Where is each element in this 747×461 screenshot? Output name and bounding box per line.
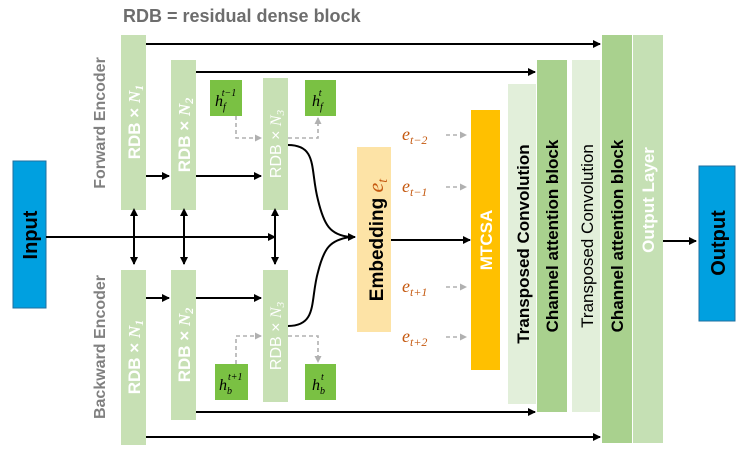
backward-rdb-n2-label: RDB × N2 [175, 308, 196, 383]
input-block [12, 160, 47, 309]
backward-rdb-n3-label: RDB × N3 [268, 301, 287, 370]
output-label: Output [708, 210, 730, 276]
embedding-block [357, 147, 391, 332]
forward-rdb-n1 [121, 35, 146, 210]
channel-attention-block-1 [537, 60, 567, 412]
hb-cur-label: hbt [312, 372, 325, 397]
mtcsa-block [471, 110, 500, 370]
channel-attention-block-2 [602, 35, 632, 443]
backward-encoder-label: Backward Encoder [92, 275, 109, 419]
backward-rdb-n2 [171, 270, 196, 420]
forward-rdb-n3-label: RDB × N3 [268, 109, 287, 178]
forward-rdb-n3 [263, 78, 288, 210]
hb-cur-arrow [288, 335, 322, 363]
backward-rdb-n1 [121, 270, 146, 445]
transposed-conv-block-2 [572, 60, 600, 412]
hf-cur-box [305, 80, 336, 116]
output-layer-block [633, 35, 663, 443]
hf-cur-arrow [288, 117, 322, 139]
merge-curve-top [287, 144, 351, 238]
forward-rdb-n1-label: RDB × N1 [125, 85, 146, 160]
e-label-t-minus-1: et−1 [402, 176, 427, 199]
forward-rdb-n2-label: RDB × N2 [175, 98, 196, 173]
forward-rdb-n2 [171, 60, 196, 210]
e-label-t-minus-2: et−2 [402, 124, 427, 147]
hb-cur-box [305, 364, 336, 400]
e-label-t-plus-1: et+1 [402, 276, 427, 299]
transposed-conv-label-2: Transposed Convolution [578, 144, 597, 328]
transposed-conv-block-1 [508, 84, 536, 404]
hb-next-box [215, 364, 248, 400]
output-block [698, 165, 736, 322]
embedding-label: Embedding et [363, 178, 391, 302]
hf-cur-label: hft [312, 88, 324, 113]
hf-prev-box [210, 80, 242, 116]
hf-prev-label: hft−1 [215, 88, 236, 113]
hb-next-arrow [235, 332, 262, 364]
backward-rdb-n1-label: RDB × N1 [125, 320, 146, 395]
channel-attention-label-1: Channel attention block [543, 139, 562, 332]
mtcsa-label: MTCSA [477, 210, 496, 270]
output-layer-label: Output Layer [639, 147, 658, 253]
merge-curve-bottom [287, 236, 351, 327]
transposed-conv-label-1: Transposed Convolution [514, 144, 533, 343]
forward-encoder-label: Forward Encoder [92, 57, 109, 189]
channel-attention-label-2: Channel attention block [608, 139, 627, 332]
hf-prev-arrow [235, 116, 262, 142]
diagram-title: RDB = residual dense block [123, 6, 362, 26]
e-label-t-plus-2: et+2 [402, 326, 427, 349]
hb-next-label: hbt+1 [219, 372, 243, 397]
backward-rdb-n3 [263, 270, 288, 402]
input-label: Input [20, 210, 42, 259]
